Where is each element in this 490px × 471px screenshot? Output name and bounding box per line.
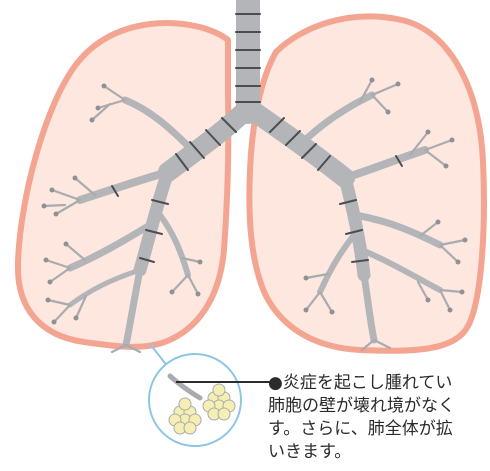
annotation-line-3: す。さらに、肺全体が拡 <box>268 418 490 441</box>
annotation-line-4: いきます。 <box>268 441 490 464</box>
annotation-text: ●炎症を起こし腫れてい 肺胞の壁が壊れ境がなく す。さらに、肺全体が拡 いきます… <box>268 372 490 464</box>
annotation-line-2: 肺胞の壁が壊れ境がなく <box>268 395 490 418</box>
annotation-line-1: ●炎症を起こし腫れてい <box>268 372 490 395</box>
alveoli-magnifier <box>149 354 241 446</box>
